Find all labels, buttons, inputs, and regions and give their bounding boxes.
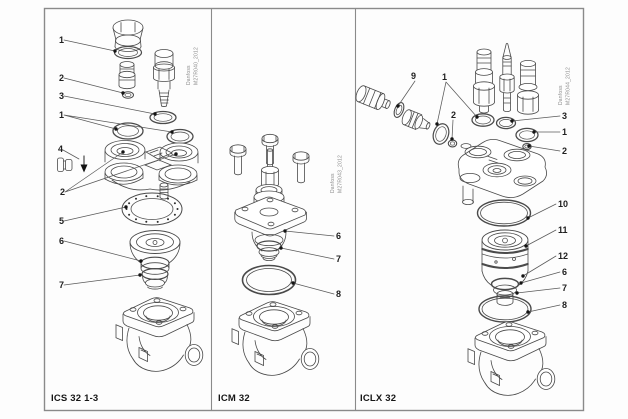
ics32-exploded-drawing <box>57 19 204 372</box>
o-ring <box>495 116 517 130</box>
valve-body <box>467 321 556 396</box>
leader-dots <box>113 49 178 277</box>
flange-bolts <box>229 133 310 184</box>
icm32-exploded-drawing <box>229 133 335 376</box>
panel-caption-ics32: ICS 32 1-3 <box>51 393 99 404</box>
plug-part <box>57 157 73 172</box>
panel-caption-icm32: ICM 32 <box>218 393 250 404</box>
watermark-brand: Danfoss <box>330 173 336 193</box>
o-ring <box>241 264 297 296</box>
o-ring <box>515 127 539 143</box>
diagram-frame <box>43 7 585 412</box>
callout-number: 6 <box>58 236 64 246</box>
callout-number: 7 <box>336 254 342 264</box>
callout-number: 7 <box>58 280 64 290</box>
callout-number: 1 <box>58 35 64 45</box>
watermark-ref: M27R044_2012 <box>565 67 572 105</box>
valve-insert-small <box>118 61 136 90</box>
pilot-valve-stem <box>473 48 495 114</box>
washer <box>393 102 405 118</box>
callout-number: 2 <box>450 110 456 120</box>
callout-number: 10 <box>558 199 569 209</box>
watermark-brand: Danfoss <box>186 65 192 85</box>
doc-ref-watermark: Danfoss M27R040_2012 <box>186 27 201 85</box>
leader-lines <box>279 229 335 295</box>
callout-number: 3 <box>58 91 64 101</box>
funnel-insert <box>129 230 181 290</box>
leader-dots <box>396 104 536 314</box>
o-ring <box>471 113 495 127</box>
iclx32-exploded-drawing <box>355 42 561 396</box>
callout-number: 4 <box>57 144 63 154</box>
piston-assembly <box>481 229 529 306</box>
callout-number: 8 <box>562 300 568 310</box>
callout-number: 1 <box>562 127 568 137</box>
callout-number: 7 <box>562 283 568 293</box>
o-ring <box>113 45 143 60</box>
valve-body <box>115 297 204 372</box>
callout-number: 3 <box>562 111 568 121</box>
leader-dots <box>279 229 295 285</box>
doc-ref-watermark: Danfoss M27R043_2012 <box>330 135 345 193</box>
gasket-ring-small <box>122 91 134 99</box>
o-ring <box>112 122 144 140</box>
gasket-ring-small <box>447 139 458 148</box>
seal-cap <box>112 19 144 52</box>
valve-body <box>231 301 320 376</box>
leader-lines <box>62 39 178 286</box>
callout-number: 5 <box>58 216 64 226</box>
manifold-block <box>104 140 199 200</box>
perforated-gasket <box>121 192 183 226</box>
callout-number: 6 <box>336 231 342 241</box>
top-module <box>234 184 307 261</box>
callout-number: 12 <box>558 251 569 261</box>
callout-number: 9 <box>410 71 416 81</box>
hex-plug <box>355 85 391 110</box>
pilot-valve-stem <box>499 42 515 112</box>
callout-number: 11 <box>558 225 568 235</box>
o-ring <box>149 110 177 125</box>
pilot-valve-stem <box>517 60 539 115</box>
leader-lines <box>396 80 561 314</box>
stem-bolt <box>153 49 175 107</box>
o-ring-large <box>478 295 532 323</box>
manifold-block <box>457 139 547 205</box>
callout-number: 2 <box>562 146 568 156</box>
callout-number: 6 <box>562 267 568 277</box>
watermark-ref: M27R043_2012 <box>337 155 344 193</box>
doc-ref-watermark: Danfoss M27R044_2012 <box>558 43 573 105</box>
callout-number: 1 <box>58 110 64 120</box>
callout-number: 2 <box>59 187 65 197</box>
callout-number: 8 <box>336 289 342 299</box>
callout-number: 2 <box>58 73 64 83</box>
o-ring-large <box>476 199 532 227</box>
direction-arrow <box>80 155 88 173</box>
pilot-fitting <box>401 109 431 130</box>
callout-number: 1 <box>441 72 447 82</box>
watermark-ref: M27R040_2012 <box>193 47 200 85</box>
watermark-brand: Danfoss <box>558 85 564 105</box>
o-ring <box>432 123 450 145</box>
panel-caption-iclx32: ICLX 32 <box>360 393 397 404</box>
